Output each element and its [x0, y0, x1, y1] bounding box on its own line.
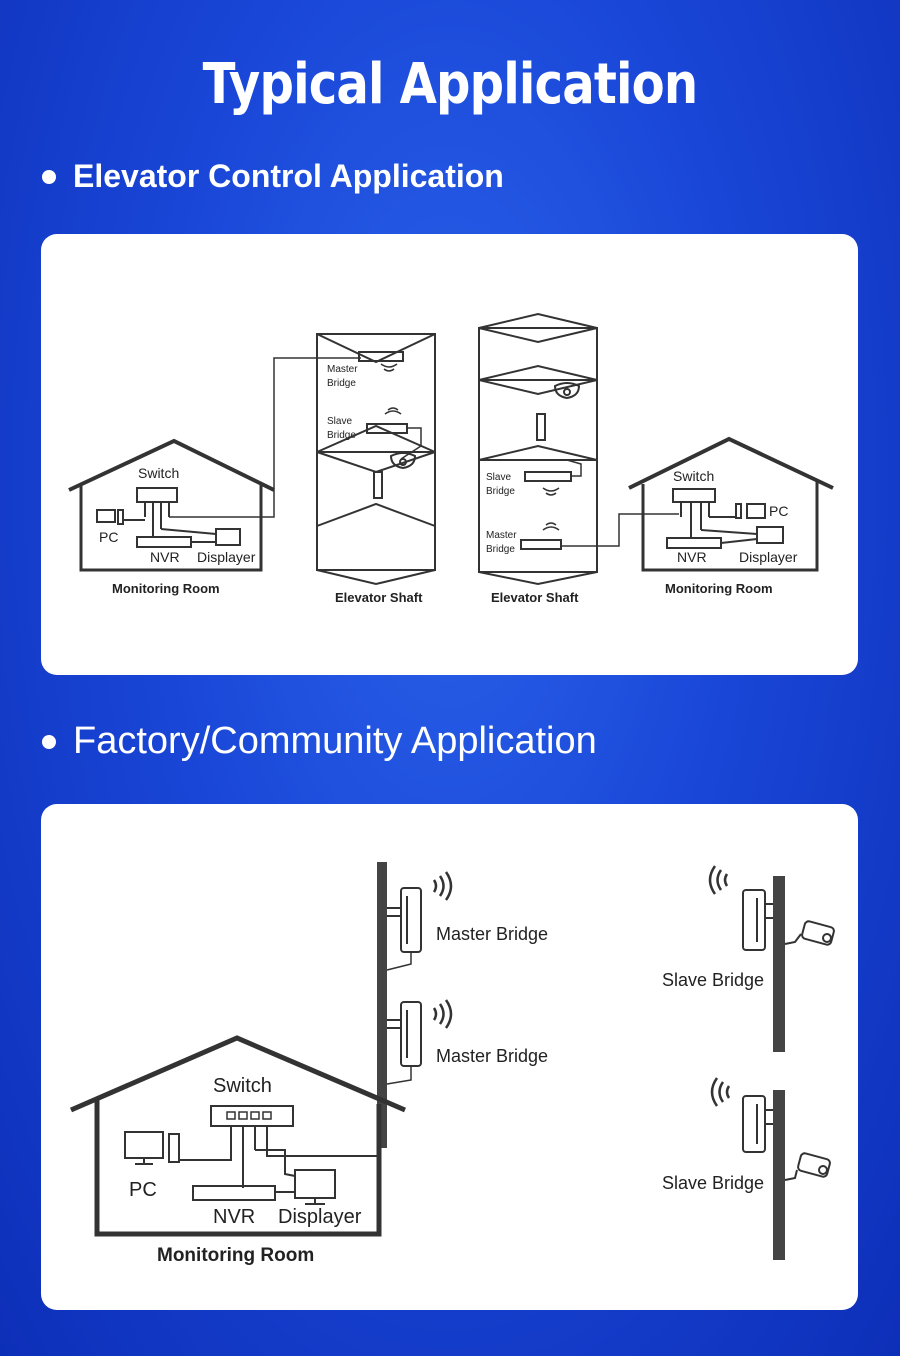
master-bridge-label: Master — [486, 530, 517, 541]
master-bridge-label: Master — [327, 364, 358, 375]
monitoring-room — [70, 1035, 406, 1237]
section-heading-elevator: Elevator Control Application — [42, 158, 504, 195]
pole — [773, 1090, 785, 1260]
nvr-icon — [666, 537, 722, 549]
wifi-icon — [710, 1077, 731, 1107]
master-bridge-label: Master Bridge — [436, 1046, 548, 1066]
pc-icon — [746, 503, 766, 519]
wifi-icon — [432, 871, 453, 901]
switch-icon — [210, 1105, 294, 1127]
nvr-label: NVR — [150, 549, 180, 565]
room-caption: Monitoring Room — [112, 581, 220, 596]
master-bridge-device — [386, 1001, 422, 1085]
slave-bridge-device — [742, 1095, 773, 1153]
pc-icon — [124, 1131, 164, 1159]
shaft-caption: Elevator Shaft — [335, 590, 423, 605]
master-bridge-icon — [520, 539, 562, 550]
factory-diagram: Master Bridge Master Bridge Slave Bridge… — [70, 862, 835, 1266]
camera-icon — [389, 452, 417, 470]
wifi-icon — [432, 999, 453, 1029]
master-bridge-label: Master Bridge — [436, 924, 548, 944]
bullet-icon — [42, 734, 56, 749]
section-heading-text: Elevator Control Application — [73, 158, 504, 194]
wifi-icon — [380, 363, 402, 415]
slave-bridge-label-2: Bridge — [327, 430, 356, 441]
switch-label: Switch — [673, 468, 714, 484]
switch-icon — [136, 487, 178, 503]
master-bridge-device — [386, 887, 422, 971]
monitor-icon — [215, 528, 241, 546]
displayer-label: Displayer — [197, 549, 256, 565]
slave-bridge-device — [742, 889, 773, 951]
switch-icon — [672, 488, 716, 503]
switch-label: Switch — [213, 1075, 272, 1097]
factory-diagram-card: Master Bridge Master Bridge Slave Bridge… — [41, 804, 858, 1310]
master-bridge-icon — [358, 351, 404, 362]
elevator-diagram-card: Switch PC NVR Displayer Monitoring Room … — [41, 234, 858, 675]
camera-icon — [553, 382, 581, 400]
displayer-label: Displayer — [278, 1206, 362, 1228]
page-title: Typical Application — [202, 52, 699, 117]
master-bridge-label-2: Bridge — [327, 378, 356, 389]
shaft-caption: Elevator Shaft — [491, 590, 579, 605]
elevator-shaft-2 — [478, 312, 598, 586]
room-caption: Monitoring Room — [665, 581, 773, 596]
nvr-label: NVR — [677, 549, 707, 565]
slave-bridge-label-2: Bridge — [486, 486, 515, 497]
switch-label: Switch — [138, 465, 179, 481]
pc-icon — [96, 509, 116, 523]
camera-icon — [784, 920, 835, 946]
displayer-label: Displayer — [739, 549, 798, 565]
monitor-icon — [294, 1169, 336, 1199]
monitor-icon — [756, 526, 784, 544]
pc-label: PC — [769, 503, 788, 519]
slave-bridge-label: Slave — [486, 472, 511, 483]
room-caption: Monitoring Room — [157, 1245, 314, 1266]
wifi-icon — [708, 865, 729, 895]
pole — [377, 862, 387, 1148]
section-heading-text: Factory/Community Application — [73, 720, 597, 762]
slave-bridge-icon — [524, 471, 572, 482]
slave-bridge-label: Slave — [327, 416, 352, 427]
bullet-icon — [42, 169, 56, 184]
pc-label: PC — [129, 1179, 157, 1201]
nvr-label: NVR — [213, 1206, 255, 1228]
nvr-icon — [136, 536, 192, 548]
section-heading-factory: Factory/Community Application — [42, 720, 597, 763]
master-bridge-label-2: Bridge — [486, 544, 515, 555]
left-monitoring-room — [68, 438, 275, 572]
pc-label: PC — [99, 529, 118, 545]
pole — [773, 876, 785, 1052]
wifi-icon — [542, 487, 560, 531]
camera-icon — [784, 1152, 831, 1181]
slave-bridge-label: Slave Bridge — [662, 1173, 764, 1193]
elevator-diagram: Switch PC NVR Displayer Monitoring Room … — [68, 312, 834, 605]
right-monitoring-room — [628, 436, 834, 572]
slave-bridge-label: Slave Bridge — [662, 970, 764, 990]
nvr-icon — [192, 1185, 276, 1201]
